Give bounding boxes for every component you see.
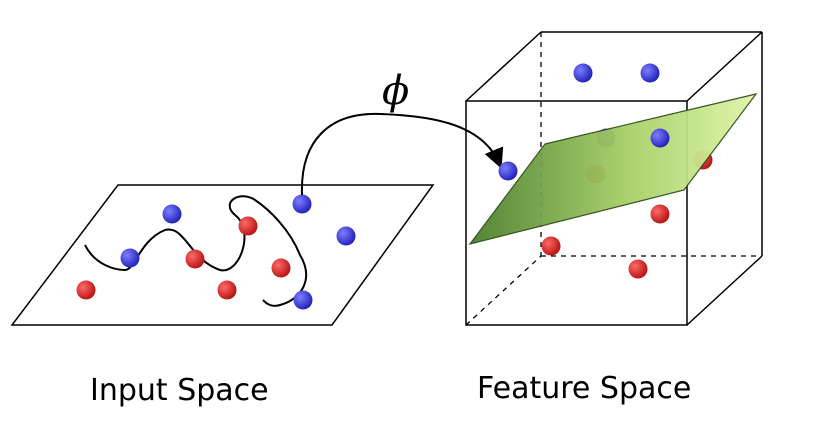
- phi-symbol: ϕ: [382, 68, 409, 114]
- red-point: [185, 249, 205, 269]
- red-point: [628, 259, 648, 279]
- mapping-arrow: [300, 112, 504, 196]
- input-space-plane: [10, 184, 435, 326]
- red-point: [217, 280, 237, 300]
- feature-space-caption: Feature Space: [477, 371, 691, 406]
- input-space-points: [76, 194, 356, 310]
- red-point: [238, 216, 258, 236]
- red-point: [271, 258, 291, 278]
- blue-point: [650, 128, 670, 148]
- blue-point: [336, 226, 356, 246]
- blue-point: [640, 63, 660, 83]
- blue-point: [162, 204, 182, 224]
- red-point: [650, 204, 670, 224]
- blue-point: [293, 290, 313, 310]
- blue-point: [573, 63, 593, 83]
- red-point: [76, 280, 96, 300]
- feature-space-cube: [465, 31, 763, 326]
- blue-point: [292, 194, 312, 214]
- feature-space-front-points: [498, 128, 670, 279]
- red-point: [541, 236, 561, 256]
- blue-point: [498, 161, 518, 181]
- input-space-caption: Input Space: [90, 373, 269, 408]
- separating-hyperplane: [468, 93, 758, 245]
- blue-point: [120, 248, 140, 268]
